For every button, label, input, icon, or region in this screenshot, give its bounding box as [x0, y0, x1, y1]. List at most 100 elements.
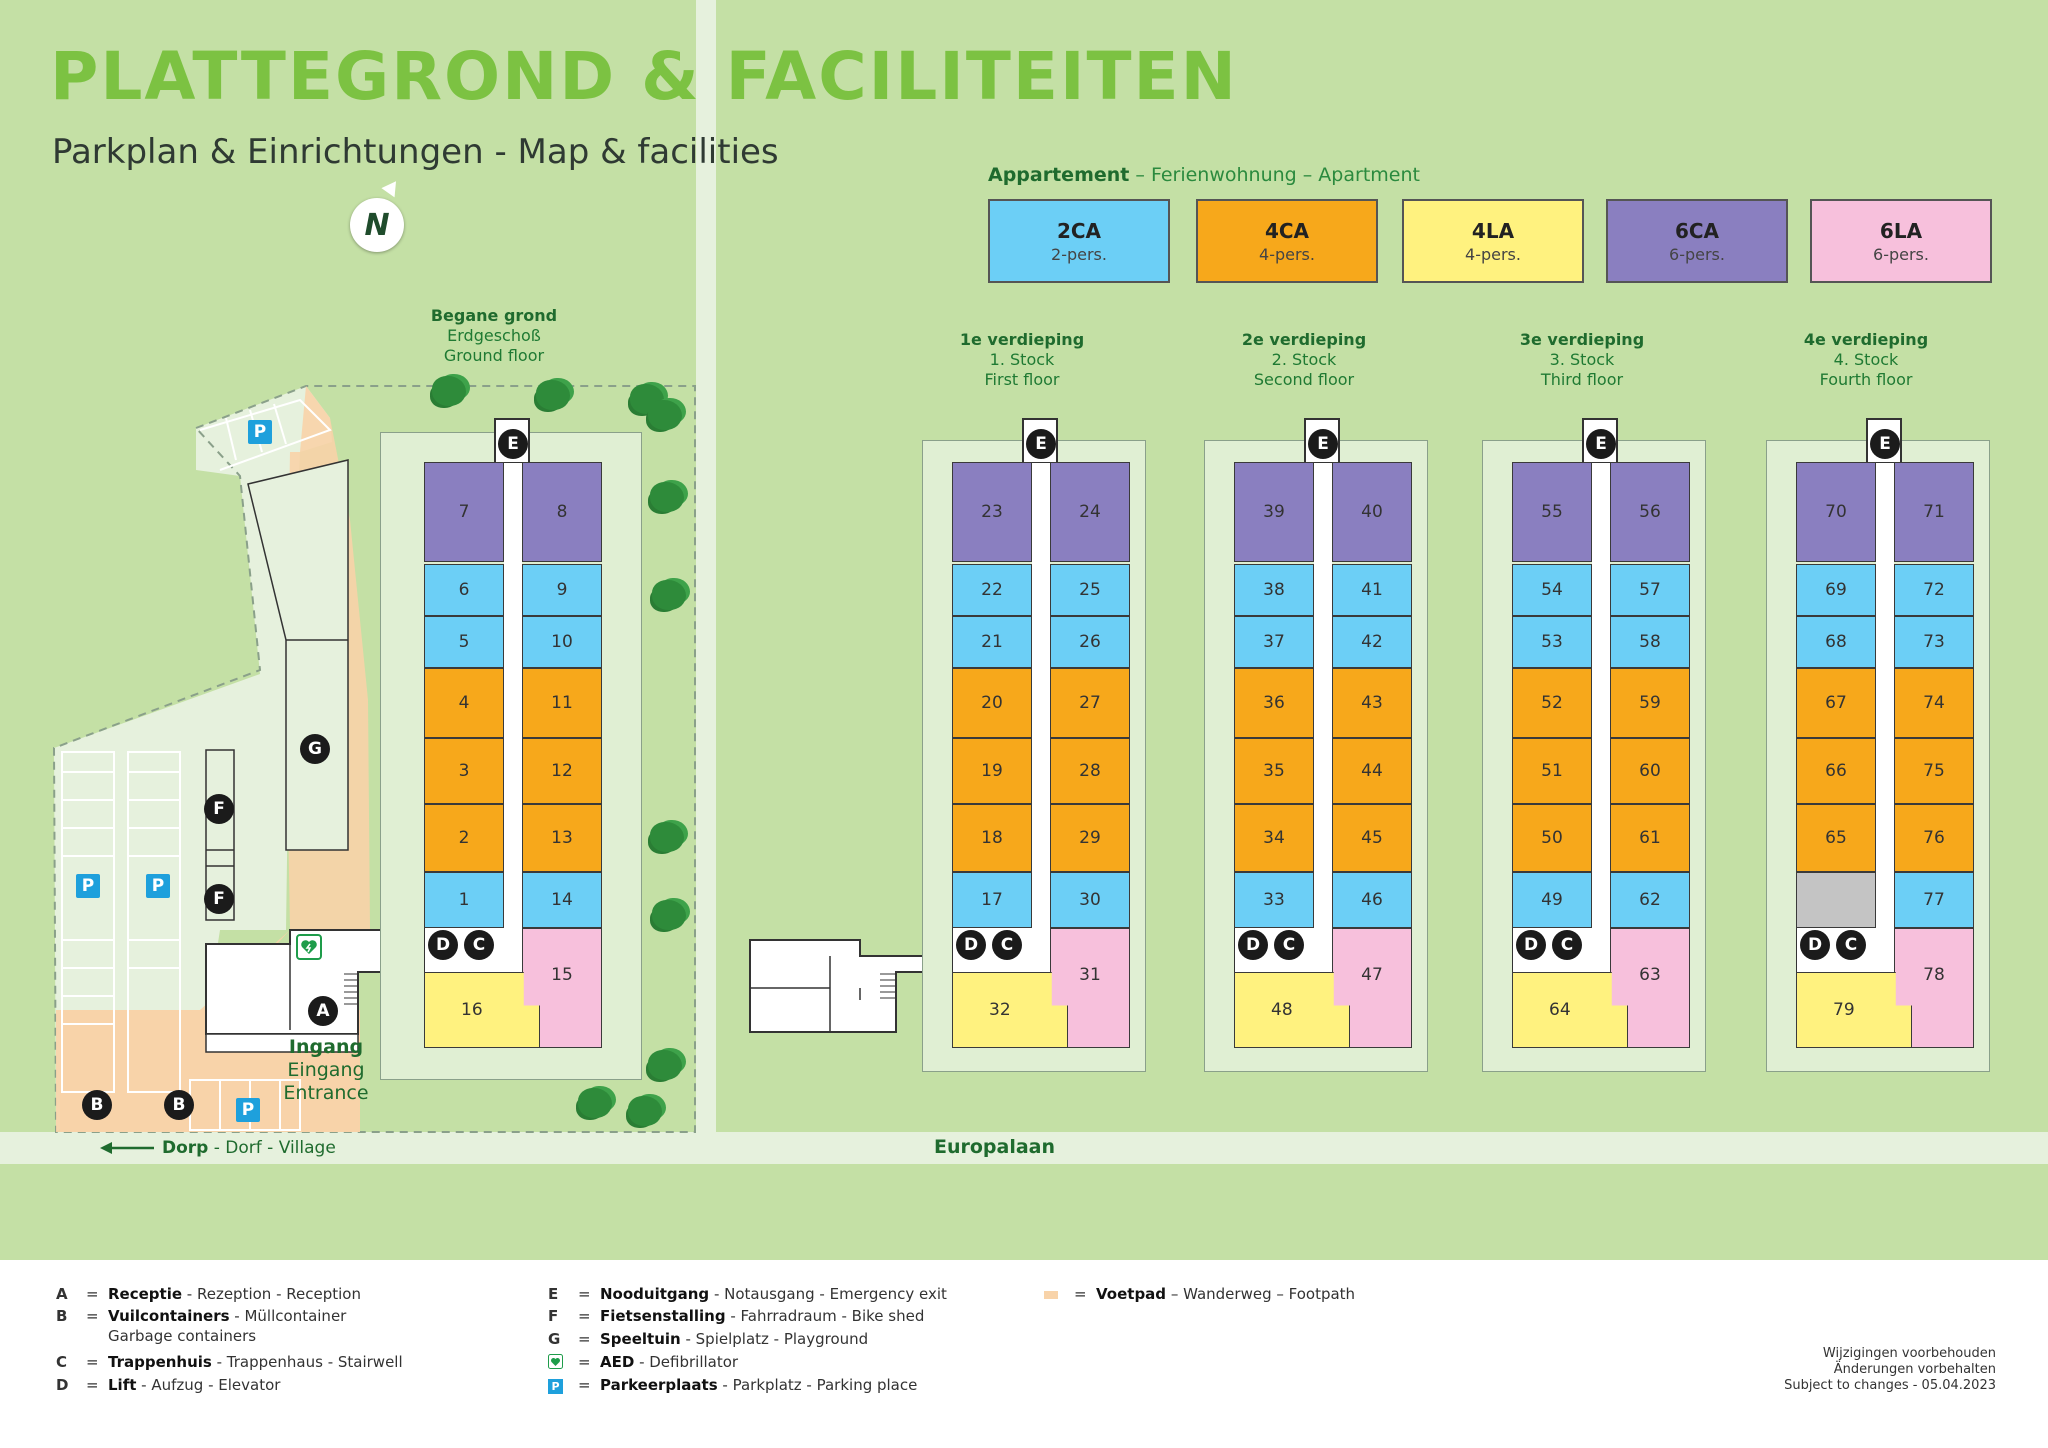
apartment-unit: 26 — [1050, 616, 1130, 668]
apartment-unit: 62 — [1610, 872, 1690, 928]
apartment-unit: 67 — [1796, 668, 1876, 738]
arrow-left-icon — [100, 1142, 154, 1154]
apartment-unit: 4 — [424, 668, 504, 738]
badge-b-garbage: B — [82, 1090, 112, 1120]
apartment-unit: 73 — [1894, 616, 1974, 668]
badge-e-emergency-exit: E — [498, 429, 528, 459]
tree-icon — [650, 482, 684, 512]
key-entry: D=Lift - Aufzug - Elevator — [56, 1376, 281, 1394]
apartment-unit: 61 — [1610, 804, 1690, 872]
apartment-unit: 70 — [1796, 462, 1876, 562]
tree-icon — [652, 580, 686, 610]
tree-icon — [536, 380, 570, 410]
road-label-europalaan: Europalaan — [934, 1136, 1056, 1158]
tree-icon — [652, 900, 686, 930]
apartment-unit: 22 — [952, 564, 1032, 616]
corridor — [1876, 462, 1894, 929]
apartment-unit: 58 — [1610, 616, 1690, 668]
change-notice: Wijzigingen voorbehouden Änderungen vorb… — [1784, 1346, 1996, 1393]
apartment-unit: 69 — [1796, 564, 1876, 616]
badge-b-garbage: B — [164, 1090, 194, 1120]
badge-e-emergency-exit: E — [1308, 429, 1338, 459]
apartment-unit: 51 — [1512, 738, 1592, 804]
apartment-unit: 60 — [1610, 738, 1690, 804]
corridor — [504, 462, 522, 929]
tree-icon — [432, 376, 466, 406]
apartment-unit: 3 — [424, 738, 504, 804]
tree-icon — [648, 1050, 682, 1080]
badge-d-elevator: D — [956, 930, 986, 960]
apartment-unit: 39 — [1234, 462, 1314, 562]
apartment-unit: 17 — [952, 872, 1032, 928]
apartment-unit: 74 — [1894, 668, 1974, 738]
apartment-unit: 40 — [1332, 462, 1412, 562]
page-title: PLATTEGROND & FACILITEITEN — [50, 38, 1238, 115]
apartment-unit: 5 — [424, 616, 504, 668]
key-entry: E=Nooduitgang - Notausgang - Emergency e… — [548, 1285, 947, 1303]
apartment-unit: 7 — [424, 462, 504, 562]
apartment-unit: 28 — [1050, 738, 1130, 804]
apartment-unit: 23 — [952, 462, 1032, 562]
key-entry: =Voetpad – Wanderweg – Footpath — [1044, 1284, 1355, 1304]
apartment-unit: 64 — [1512, 972, 1628, 1048]
key-entry: F=Fietsenstalling - Fahrradraum - Bike s… — [548, 1307, 925, 1325]
apartment-unit: 25 — [1050, 564, 1130, 616]
apartment-unit: 42 — [1332, 616, 1412, 668]
apartment-unit: 36 — [1234, 668, 1314, 738]
parking-icon: P — [236, 1098, 260, 1122]
badge-f-bike-shed: F — [204, 794, 234, 824]
apartment-unit: 72 — [1894, 564, 1974, 616]
apartment-unit: 77 — [1894, 872, 1974, 928]
badge-d-elevator: D — [1800, 930, 1830, 960]
apartment-unit: 2 — [424, 804, 504, 872]
key-entry: P=Parkeerplaats - Parkplatz - Parking pl… — [548, 1375, 917, 1395]
apartment-unit: 56 — [1610, 462, 1690, 562]
apartment-unit: 19 — [952, 738, 1032, 804]
badge-d-elevator: D — [428, 930, 458, 960]
page-subtitle: Parkplan & Einrichtungen - Map & facilit… — [52, 132, 779, 172]
apartment-unit: 8 — [522, 462, 602, 562]
apartment-unit: 43 — [1332, 668, 1412, 738]
apartment-unit: 11 — [522, 668, 602, 738]
parking-icon: P — [146, 874, 170, 898]
apartment-unit: 27 — [1050, 668, 1130, 738]
apartment-unit: 65 — [1796, 804, 1876, 872]
apartment-unit: 76 — [1894, 804, 1974, 872]
badge-e-emergency-exit: E — [1586, 429, 1616, 459]
apartment-unit: 38 — [1234, 564, 1314, 616]
badge-e-emergency-exit: E — [1870, 429, 1900, 459]
apartment-unit: 32 — [952, 972, 1068, 1048]
apartment-unit — [1796, 872, 1876, 928]
badge-c-stairwell: C — [1836, 930, 1866, 960]
apartment-unit: 71 — [1894, 462, 1974, 562]
apartment-unit: 21 — [952, 616, 1032, 668]
apartment-unit: 20 — [952, 668, 1032, 738]
apartment-legend-title: Appartement – Ferienwohnung – Apartment — [988, 164, 1420, 186]
apartment-unit: 9 — [522, 564, 602, 616]
corridor — [1032, 462, 1050, 929]
badge-c-stairwell: C — [1274, 930, 1304, 960]
apartment-unit: 49 — [1512, 872, 1592, 928]
badge-e-emergency-exit: E — [1026, 429, 1056, 459]
apartment-unit: 12 — [522, 738, 602, 804]
parking-icon: P — [548, 1375, 578, 1395]
apartment-unit: 18 — [952, 804, 1032, 872]
apartment-unit: 16 — [424, 972, 540, 1048]
apartment-unit: 44 — [1332, 738, 1412, 804]
apartment-unit: 1 — [424, 872, 504, 928]
tree-icon — [650, 822, 684, 852]
corridor — [1592, 462, 1610, 929]
apartment-unit: 30 — [1050, 872, 1130, 928]
apartment-unit: 50 — [1512, 804, 1592, 872]
key-entry: A=Receptie - Rezeption - Reception — [56, 1285, 361, 1303]
apartment-unit: 29 — [1050, 804, 1130, 872]
apartment-unit: 66 — [1796, 738, 1876, 804]
